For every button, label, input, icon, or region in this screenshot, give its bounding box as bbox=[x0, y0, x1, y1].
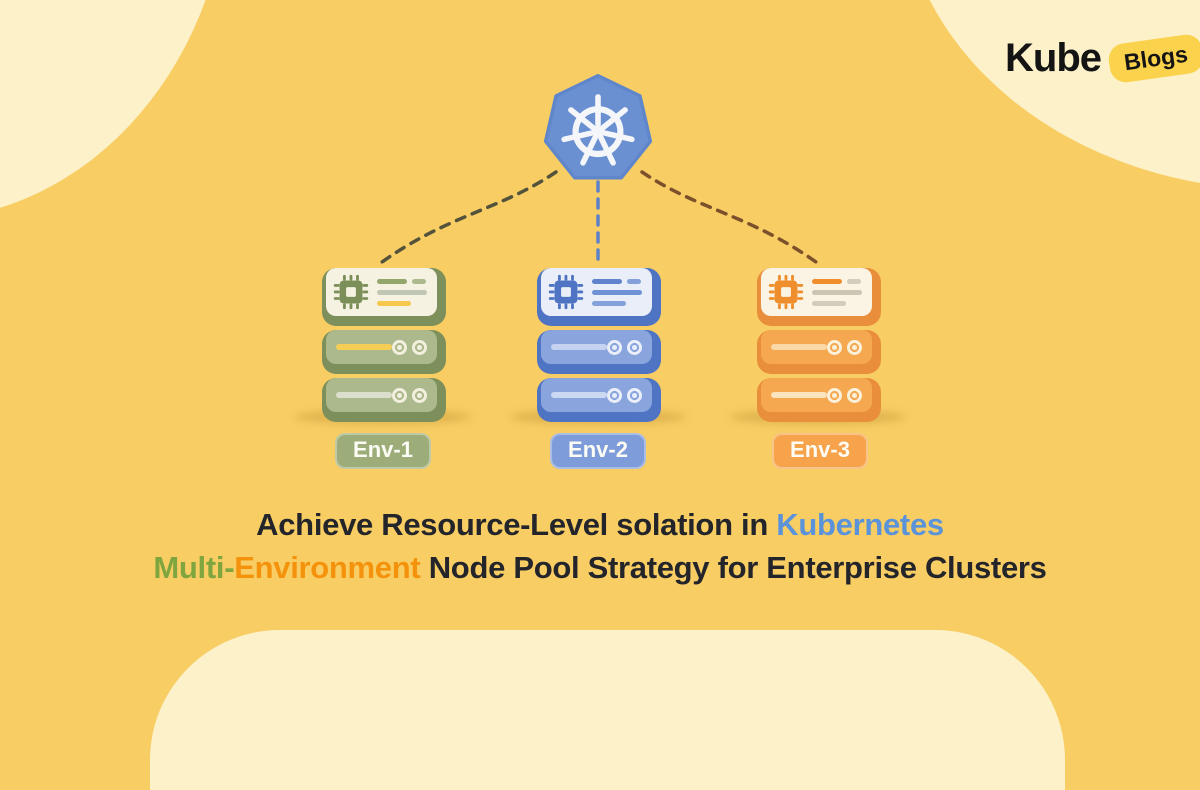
title-segment: Achieve Resource-Level solation in bbox=[256, 507, 777, 542]
helm-wheel bbox=[561, 94, 635, 166]
server-stack-env-3 bbox=[757, 265, 881, 426]
cpu-chip-icon bbox=[548, 274, 584, 310]
env-3-label: Env-3 bbox=[772, 433, 868, 469]
helm-hub bbox=[591, 125, 605, 138]
cpu-chip-icon bbox=[333, 274, 369, 310]
status-lines bbox=[377, 278, 430, 306]
status-lines bbox=[812, 278, 865, 306]
brand-badge: Blogs bbox=[1106, 32, 1200, 85]
kubernetes-helm-icon bbox=[543, 73, 653, 180]
led-dots bbox=[392, 387, 427, 403]
title-segment: Node Pool Strategy for Enterprise Cluste… bbox=[420, 550, 1047, 585]
server-unit-drive bbox=[322, 330, 446, 374]
banner-title: Achieve Resource-Level solation in Kuber… bbox=[0, 503, 1200, 589]
led-dots bbox=[607, 339, 642, 355]
bottom-blob bbox=[150, 630, 1065, 790]
server-unit-drive bbox=[537, 378, 661, 422]
server-unit-drive bbox=[537, 330, 661, 374]
server-stack-env-1 bbox=[322, 265, 446, 426]
server-unit-cpu bbox=[757, 268, 881, 326]
title-segment-kubernetes: Kubernetes bbox=[776, 507, 944, 542]
led-dots bbox=[827, 339, 862, 355]
server-unit-cpu bbox=[537, 268, 661, 326]
server-unit-drive bbox=[757, 330, 881, 374]
title-line-1: Achieve Resource-Level solation in Kuber… bbox=[0, 503, 1200, 546]
server-unit-cpu bbox=[322, 268, 446, 326]
title-segment-environment: Environment bbox=[234, 550, 421, 585]
title-segment-multi: Multi- bbox=[153, 550, 235, 585]
corner-blob-top-left bbox=[0, 0, 230, 220]
server-unit-drive bbox=[757, 378, 881, 422]
env-1-label: Env-1 bbox=[335, 433, 431, 469]
connector-env-1 bbox=[380, 170, 558, 264]
led-dots bbox=[827, 387, 862, 403]
cluster-connectors bbox=[380, 170, 818, 264]
led-dots bbox=[607, 387, 642, 403]
cpu-chip-icon bbox=[768, 274, 804, 310]
corner-blob-top-right bbox=[900, 0, 1200, 190]
connector-env-3 bbox=[640, 170, 818, 264]
status-lines bbox=[592, 278, 645, 306]
brand-name: Kube bbox=[1005, 36, 1102, 80]
title-line-2: Multi-Environment Node Pool Strategy for… bbox=[0, 546, 1200, 589]
led-dots bbox=[392, 339, 427, 355]
brand-logo: Kube Blogs bbox=[1005, 32, 1200, 85]
server-stack-env-2 bbox=[537, 265, 661, 426]
env-2-label: Env-2 bbox=[550, 433, 646, 469]
server-unit-drive bbox=[322, 378, 446, 422]
